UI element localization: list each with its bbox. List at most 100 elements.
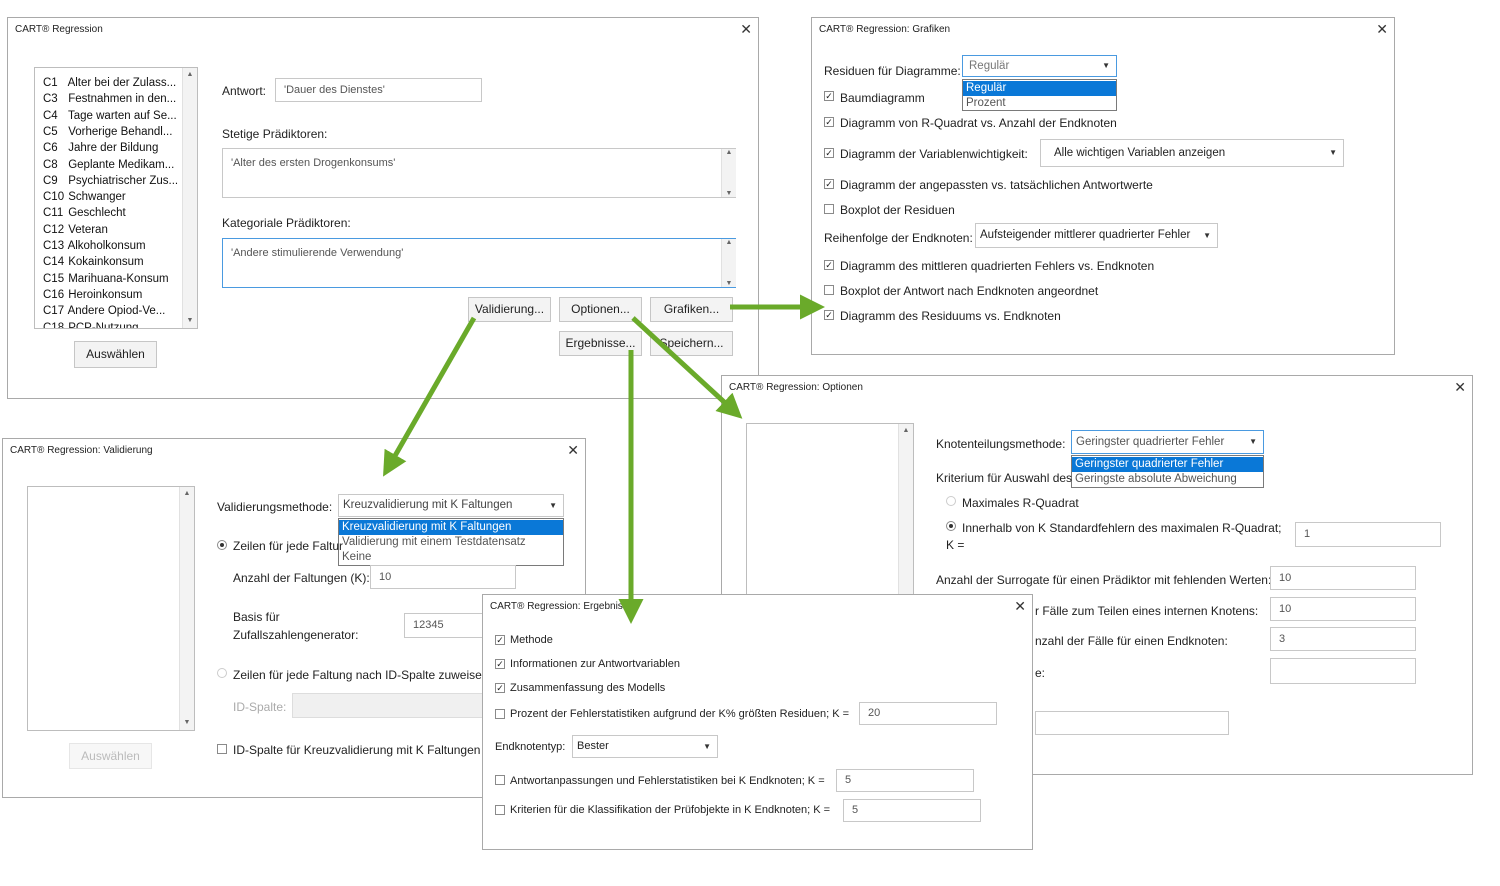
surrogates-field[interactable]: 10 bbox=[1270, 566, 1416, 590]
residuals-option[interactable]: Regulär bbox=[963, 81, 1116, 96]
continuous-scrollbar[interactable]: ▲ ▼ bbox=[721, 149, 736, 197]
chevron-down-icon: ▼ bbox=[1203, 231, 1211, 240]
summary-checkbox[interactable]: ✓ bbox=[495, 683, 505, 693]
categorical-scrollbar[interactable]: ▲ ▼ bbox=[721, 239, 736, 287]
close-icon[interactable]: ✕ bbox=[740, 21, 752, 37]
options-button[interactable]: Optionen... bbox=[559, 297, 642, 322]
min-terminal-field[interactable]: 3 bbox=[1270, 627, 1416, 651]
list-item[interactable]: C14 Kokainkonsum bbox=[43, 256, 144, 268]
close-icon[interactable]: ✕ bbox=[1376, 21, 1388, 37]
id-column-radio[interactable] bbox=[217, 668, 227, 678]
list-item[interactable]: C16 Heroinkonsum bbox=[43, 289, 142, 301]
list-item[interactable]: C5 Vorherige Behandl... bbox=[43, 126, 172, 138]
split-method-dropdown[interactable]: Geringster quadrierter Fehler Geringste … bbox=[1071, 455, 1264, 488]
mse-checkbox[interactable]: ✓ bbox=[824, 260, 834, 270]
validation-select-button[interactable]: Auswählen bbox=[69, 743, 152, 769]
scroll-up-icon[interactable]: ▲ bbox=[186, 71, 194, 78]
list-item[interactable]: C17 Andere Opiod-Ve... bbox=[43, 305, 165, 317]
node-type-select[interactable]: Bester ▼ bbox=[572, 735, 718, 758]
graphs-button[interactable]: Grafiken... bbox=[650, 297, 733, 322]
split-method-option[interactable]: Geringste absolute Abweichung bbox=[1075, 473, 1237, 485]
residuals-select[interactable]: Regulär ▼ bbox=[962, 55, 1117, 77]
categorical-predictors-field[interactable]: 'Andere stimulierende Verwendung' bbox=[222, 238, 736, 288]
variable-name: Alkoholkonsum bbox=[67, 240, 146, 252]
results-button[interactable]: Ergebnisse... bbox=[559, 331, 642, 356]
storage-button[interactable]: Speichern... bbox=[650, 331, 733, 356]
variable-code: C3 bbox=[43, 93, 58, 106]
id-cv-checkbox[interactable] bbox=[217, 744, 227, 754]
criteria-field[interactable]: 5 bbox=[843, 799, 981, 822]
rows-per-fold-radio[interactable] bbox=[217, 540, 227, 550]
id-column-field[interactable] bbox=[292, 693, 492, 718]
scroll-down-icon[interactable]: ▼ bbox=[186, 317, 194, 324]
scroll-down-icon[interactable]: ▼ bbox=[183, 719, 191, 726]
list-item[interactable]: C3 Festnahmen in den... bbox=[43, 93, 176, 105]
percent-field[interactable]: 20 bbox=[859, 702, 997, 725]
validation-method-option[interactable]: Validierung mit einem Testdatensatz bbox=[342, 536, 526, 548]
order-select[interactable]: Aufsteigender mittlerer quadrierter Fehl… bbox=[975, 223, 1218, 248]
split-method-select[interactable]: Geringster quadrierter Fehler ▼ bbox=[1071, 430, 1264, 454]
scroll-up-icon[interactable]: ▲ bbox=[902, 427, 910, 434]
scroll-down-icon[interactable]: ▼ bbox=[725, 280, 733, 287]
list-item[interactable]: C10 Schwanger bbox=[43, 191, 126, 203]
scroll-down-icon[interactable]: ▼ bbox=[725, 190, 733, 197]
method-checkbox[interactable]: ✓ bbox=[495, 635, 505, 645]
percent-checkbox[interactable] bbox=[495, 709, 505, 719]
rsq-checkbox[interactable]: ✓ bbox=[824, 117, 834, 127]
tree-diagram-checkbox[interactable]: ✓ bbox=[824, 91, 834, 101]
importance-select[interactable]: Alle wichtigen Variablen anzeigen ▼ bbox=[1040, 139, 1344, 167]
select-button[interactable]: Auswählen bbox=[74, 341, 157, 368]
importance-checkbox[interactable]: ✓ bbox=[824, 148, 834, 158]
list-item[interactable]: C15 Marihuana-Konsum bbox=[43, 273, 169, 285]
folds-field[interactable]: 10 bbox=[370, 565, 516, 589]
fitted-actual-checkbox[interactable]: ✓ bbox=[824, 179, 834, 189]
validation-button[interactable]: Validierung... bbox=[468, 297, 551, 322]
list-item[interactable]: C8 Geplante Medikam... bbox=[43, 159, 174, 171]
close-icon[interactable]: ✕ bbox=[567, 442, 579, 458]
continuous-predictors-field[interactable]: 'Alter des ersten Drogenkonsums' bbox=[222, 148, 736, 198]
min-split-field[interactable]: 10 bbox=[1270, 597, 1416, 621]
validation-method-select[interactable]: Kreuzvalidierung mit K Faltungen ▼ bbox=[338, 494, 564, 517]
list-item[interactable]: C1 Alter bei der Zulass... bbox=[43, 77, 176, 89]
scroll-up-icon[interactable]: ▲ bbox=[183, 490, 191, 497]
boxplot-response-checkbox[interactable] bbox=[824, 285, 834, 295]
close-icon[interactable]: ✕ bbox=[1014, 598, 1026, 614]
within-k-field[interactable]: 1 bbox=[1295, 522, 1441, 547]
scroll-up-icon[interactable]: ▲ bbox=[725, 149, 733, 156]
list-item[interactable]: C13 Alkoholkonsum bbox=[43, 240, 146, 252]
max-rsq-radio[interactable] bbox=[946, 496, 956, 506]
close-icon[interactable]: ✕ bbox=[1454, 379, 1466, 395]
list-item[interactable]: C9 Psychiatrischer Zus... bbox=[43, 175, 178, 187]
partial-field-2[interactable] bbox=[1035, 711, 1229, 735]
response-label: Antwort: bbox=[222, 84, 267, 98]
list-item[interactable]: C11 Geschlecht bbox=[43, 207, 126, 219]
variable-code: C9 bbox=[43, 174, 58, 187]
list-item[interactable]: C12 Veteran bbox=[43, 224, 108, 236]
validation-variable-list[interactable]: ▲ ▼ bbox=[27, 486, 195, 731]
partial-label: e: bbox=[1035, 666, 1046, 680]
split-method-option[interactable]: Geringster quadrierter Fehler bbox=[1072, 457, 1263, 472]
variable-code: C10 bbox=[43, 191, 65, 204]
partial-field[interactable] bbox=[1270, 658, 1416, 684]
variable-list-scrollbar[interactable]: ▲ ▼ bbox=[182, 68, 197, 328]
scroll-up-icon[interactable]: ▲ bbox=[725, 239, 733, 246]
list-item[interactable]: C18 PCP-Nutzung bbox=[43, 322, 139, 329]
list-item[interactable]: C4 Tage warten auf Se... bbox=[43, 110, 177, 122]
fits-field[interactable]: 5 bbox=[836, 769, 974, 792]
response-info-checkbox[interactable]: ✓ bbox=[495, 659, 505, 669]
validation-method-option[interactable]: Keine bbox=[342, 551, 372, 563]
validation-method-dropdown[interactable]: Kreuzvalidierung mit K Faltungen Validie… bbox=[338, 518, 564, 566]
variable-code: C4 bbox=[43, 109, 58, 122]
residuals-dropdown[interactable]: Regulär Prozent bbox=[962, 79, 1117, 111]
list-item[interactable]: C6 Jahre der Bildung bbox=[43, 142, 158, 154]
validation-method-option[interactable]: Kreuzvalidierung mit K Faltungen bbox=[339, 520, 563, 535]
within-k-radio[interactable] bbox=[946, 521, 956, 531]
validation-list-scrollbar[interactable]: ▲ ▼ bbox=[179, 487, 194, 730]
boxplot-residuals-checkbox[interactable] bbox=[824, 204, 834, 214]
fits-checkbox[interactable] bbox=[495, 775, 505, 785]
response-field[interactable]: 'Dauer des Dienstes' bbox=[275, 78, 482, 102]
criteria-checkbox[interactable] bbox=[495, 805, 505, 815]
residuals-option[interactable]: Prozent bbox=[966, 97, 1006, 109]
residual-node-checkbox[interactable]: ✓ bbox=[824, 310, 834, 320]
variable-list[interactable]: C1 Alter bei der Zulass... C3 Festnahmen … bbox=[34, 67, 198, 329]
